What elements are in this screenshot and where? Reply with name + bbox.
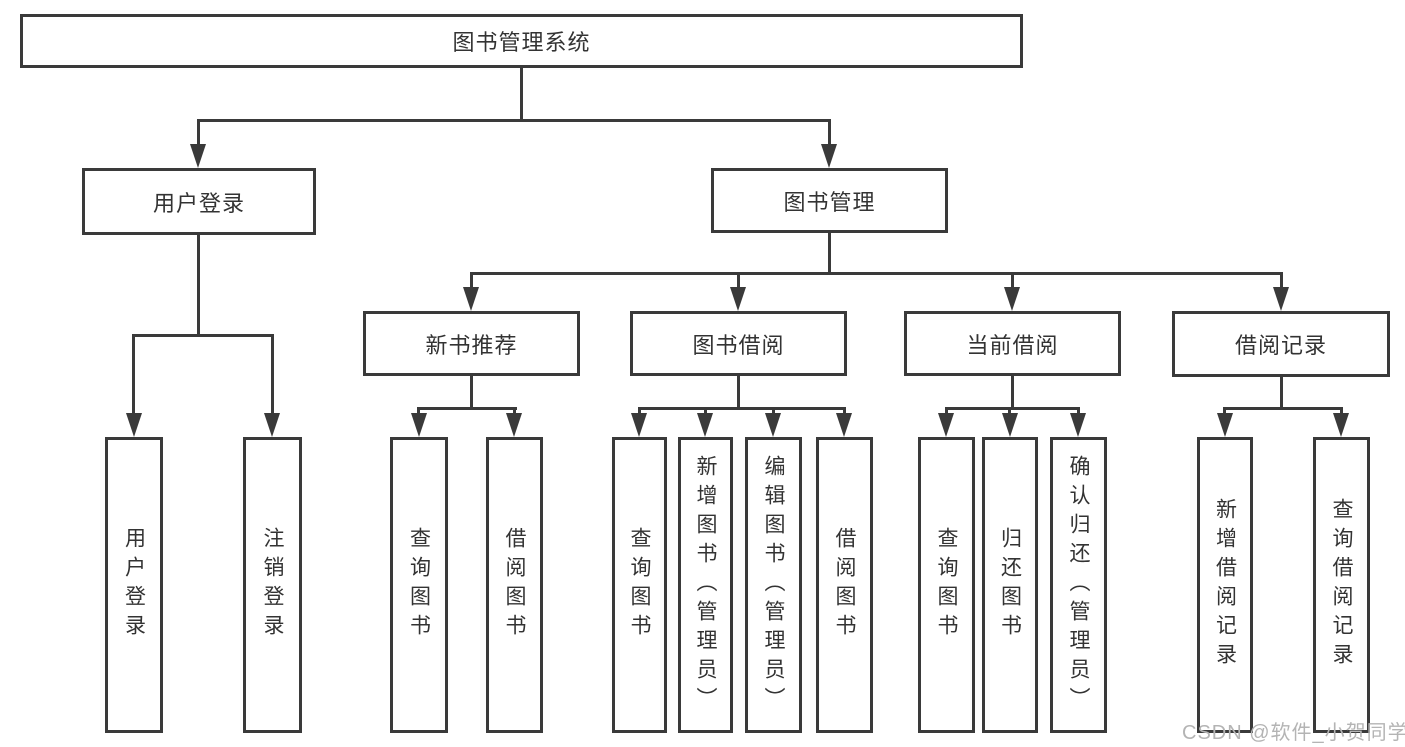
connector-drop-br-query (1340, 407, 1343, 417)
node-user-login: 用户登录 (82, 168, 316, 235)
connector-borrow-records-drop (1280, 377, 1283, 409)
node-leaf-bb-query-books: 查询图书 (612, 437, 667, 733)
node-new-book-recommend: 新书推荐 (363, 311, 580, 376)
arrowhead-book-borrow (730, 287, 746, 311)
connector-drop-bb-edit (772, 407, 775, 417)
node-leaf-nb-borrow-books-label: 借阅图书 (503, 527, 526, 643)
connector-drop-login-leaf (132, 334, 135, 420)
arrowhead-login-leaf (126, 413, 142, 437)
connector-root-drop (520, 66, 523, 119)
connector-user-login-bus (132, 334, 274, 337)
connector-drop-nb-query (417, 407, 420, 417)
connector-drop-bb-query (638, 407, 641, 417)
arrowhead-logout-leaf (264, 413, 280, 437)
node-book-borrow-label: 图书借阅 (692, 332, 785, 358)
connector-drop-cb-return (1008, 407, 1011, 417)
connector-root-bus (197, 119, 831, 122)
connector-level3-bus (470, 272, 1282, 275)
arrowhead-bb-borrow (836, 413, 852, 437)
node-leaf-br-add-record: 新增借阅记录 (1197, 437, 1253, 733)
connector-drop-user-login (197, 119, 200, 147)
connector-drop-nb-borrow (513, 407, 516, 417)
node-leaf-cb-return-book: 归还图书 (982, 437, 1038, 733)
node-book-borrow: 图书借阅 (630, 311, 847, 376)
node-leaf-cb-return-book-label: 归还图书 (998, 527, 1022, 643)
node-leaf-cb-confirm-return-admin-label: 确认归还（管理员） (1067, 454, 1090, 716)
arrowhead-borrow-records (1273, 287, 1289, 311)
connector-current-borrow-bus (945, 407, 1080, 410)
node-leaf-br-add-record-label: 新增借阅记录 (1213, 498, 1237, 672)
node-leaf-bb-borrow-books-label: 借阅图书 (833, 527, 856, 643)
arrowhead-nb-borrow (506, 413, 522, 437)
node-leaf-nb-borrow-books: 借阅图书 (486, 437, 543, 733)
arrowhead-br-query (1333, 413, 1349, 437)
node-current-borrow: 当前借阅 (904, 311, 1121, 376)
connector-drop-bb-add (704, 407, 707, 417)
csdn-watermark: CSDN @软件_小贺同学 (1182, 722, 1405, 744)
arrowhead-nb-query (411, 413, 427, 437)
arrowhead-cb-return (1002, 413, 1018, 437)
connector-drop-current-borrow (1011, 272, 1014, 292)
node-root-label: 图书管理系统 (452, 30, 591, 55)
node-leaf-bb-edit-book-admin: 编辑图书（管理员） (745, 437, 802, 733)
node-leaf-bb-borrow-books: 借阅图书 (816, 437, 873, 733)
node-borrow-records: 借阅记录 (1172, 311, 1390, 377)
connector-drop-bb-borrow (843, 407, 846, 417)
node-new-book-recommend-label: 新书推荐 (425, 332, 518, 358)
node-leaf-cb-query-books: 查询图书 (918, 437, 975, 733)
arrowhead-bb-query (631, 413, 647, 437)
arrowhead-book-management (821, 144, 837, 168)
connector-drop-borrow-records (1280, 272, 1283, 292)
connector-drop-book-management (828, 119, 831, 147)
connector-user-login-drop (197, 235, 200, 335)
node-leaf-bb-edit-book-admin-label: 编辑图书（管理员） (762, 454, 785, 716)
arrowhead-cb-query (938, 413, 954, 437)
node-current-borrow-label: 当前借阅 (966, 332, 1059, 358)
node-leaf-br-query-record-label: 查询借阅记录 (1330, 498, 1353, 672)
connector-new-book-drop (470, 376, 473, 409)
connector-drop-cb-confirm (1077, 407, 1080, 417)
node-leaf-user-login-label: 用户登录 (122, 527, 146, 643)
arrowhead-bb-add (697, 413, 713, 437)
node-leaf-nb-query-books: 查询图书 (390, 437, 448, 733)
arrowhead-cb-confirm (1070, 413, 1086, 437)
node-leaf-br-query-record: 查询借阅记录 (1313, 437, 1370, 733)
node-leaf-bb-query-books-label: 查询图书 (628, 527, 651, 643)
node-leaf-cb-confirm-return-admin: 确认归还（管理员） (1050, 437, 1107, 733)
connector-borrow-records-bus (1223, 407, 1343, 410)
connector-book-management-drop (828, 233, 831, 275)
connector-drop-cb-query (945, 407, 948, 417)
node-leaf-cb-query-books-label: 查询图书 (935, 527, 958, 643)
node-root: 图书管理系统 (20, 14, 1023, 68)
arrowhead-br-add (1217, 413, 1233, 437)
connector-new-book-bus (417, 407, 517, 410)
arrowhead-bb-edit (765, 413, 781, 437)
connector-drop-new-book (470, 272, 473, 292)
node-leaf-nb-query-books-label: 查询图书 (407, 527, 431, 643)
arrowhead-new-book (463, 287, 479, 311)
connector-current-borrow-drop (1011, 376, 1014, 409)
node-leaf-logout: 注销登录 (243, 437, 302, 733)
node-leaf-bb-add-book-admin-label: 新增图书（管理员） (694, 454, 717, 716)
connector-book-borrow-drop (737, 376, 740, 409)
node-book-management-label: 图书管理 (783, 189, 876, 215)
node-leaf-logout-label: 注销登录 (261, 527, 284, 643)
connector-drop-br-add (1223, 407, 1226, 417)
connector-drop-logout-leaf (271, 334, 274, 420)
node-book-management: 图书管理 (711, 168, 948, 233)
node-borrow-records-label: 借阅记录 (1234, 333, 1327, 358)
arrowhead-user-login (190, 144, 206, 168)
arrowhead-current-borrow (1004, 287, 1020, 311)
node-user-login-label: 用户登录 (152, 190, 245, 216)
connector-book-borrow-bus (638, 407, 846, 410)
node-leaf-user-login: 用户登录 (105, 437, 163, 733)
node-leaf-bb-add-book-admin: 新增图书（管理员） (678, 437, 733, 733)
connector-drop-book-borrow (737, 272, 740, 292)
